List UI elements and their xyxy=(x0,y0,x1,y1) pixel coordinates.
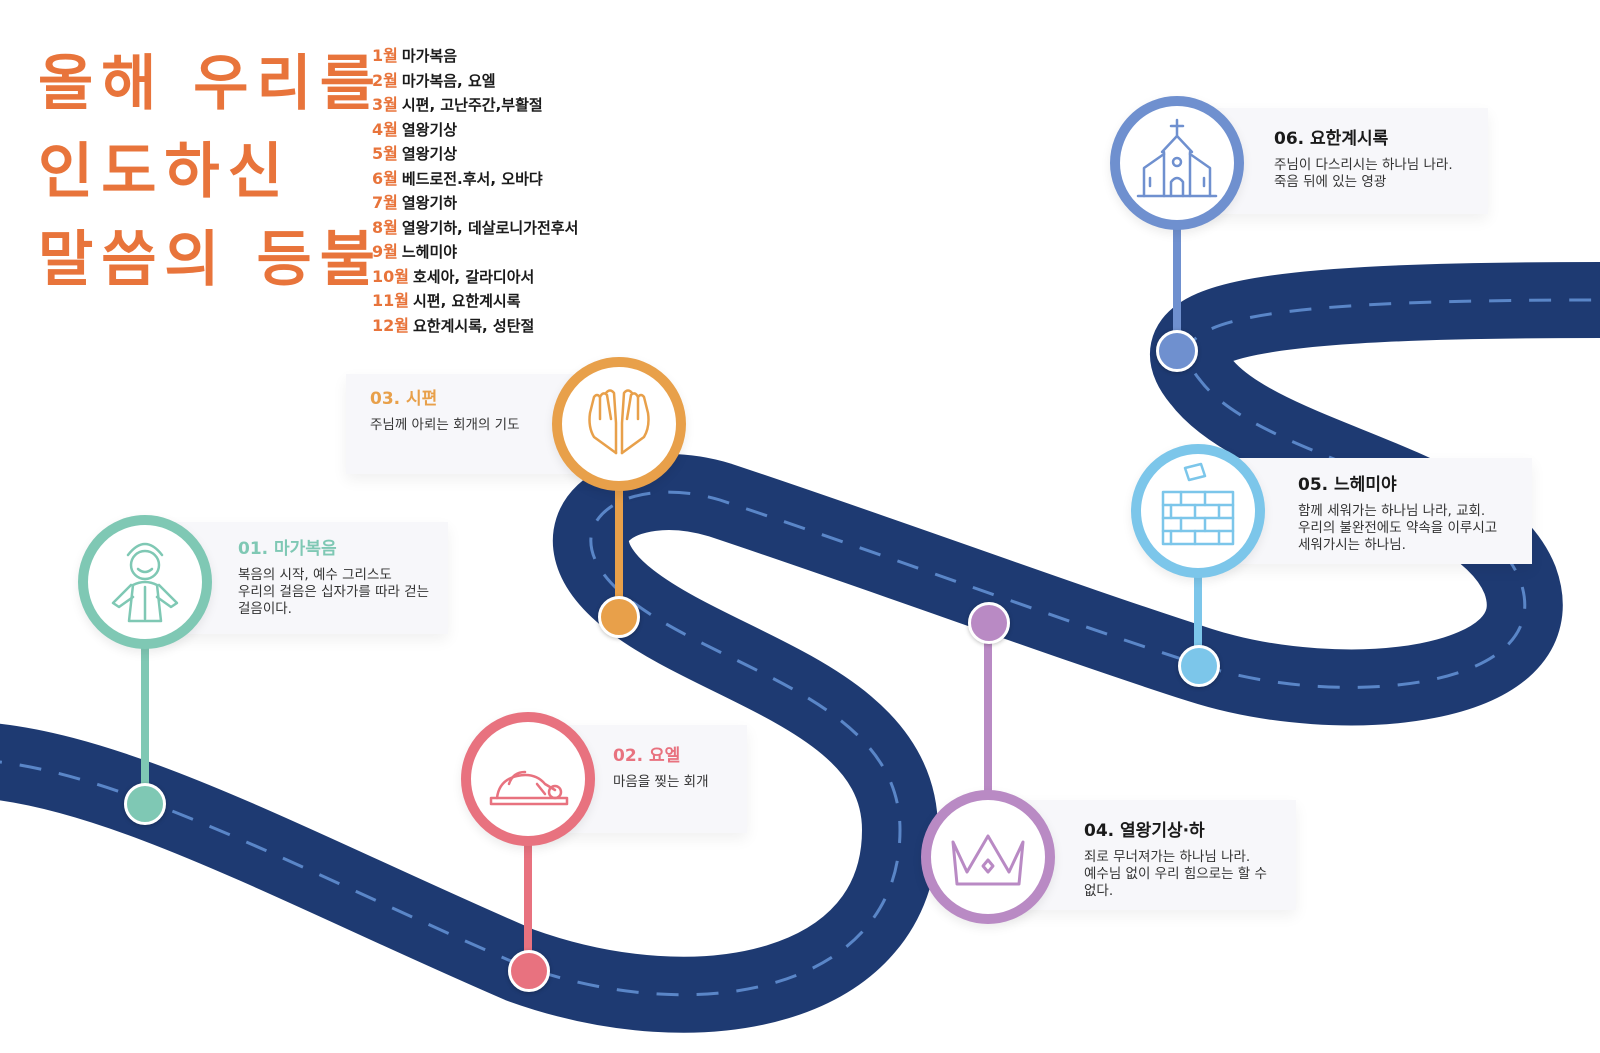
milestone-title: 01. 마가복음 xyxy=(238,539,337,559)
title-line-3: 말씀의 등불 xyxy=(38,225,383,295)
milestone-dot xyxy=(598,596,640,638)
milestone-title: 03. 시편 xyxy=(370,389,438,409)
jesus-icon xyxy=(111,542,179,623)
milestone-dot xyxy=(968,602,1010,644)
kneeling-prayer-icon xyxy=(489,770,569,806)
milestone-description: 주님이 다스리시는 하나님 나라. 죽음 뒤에 있는 영광 xyxy=(1274,157,1453,190)
milestone-icon-ring xyxy=(78,515,212,649)
milestone-icon-ring xyxy=(1110,96,1244,230)
milestone-description: 마음을 찢는 회개 xyxy=(613,774,709,790)
milestone-stem xyxy=(615,485,623,603)
milestone-icon-ring xyxy=(461,712,595,846)
road-body xyxy=(0,262,1600,1033)
milestone-stem xyxy=(141,640,149,800)
milestone-dot xyxy=(508,950,550,992)
milestone-description: 함께 세워가는 하나님 나라, 교회. 우리의 불완전에도 약속을 이루시고 세… xyxy=(1298,503,1498,553)
church-icon xyxy=(1136,118,1218,198)
milestone-stem xyxy=(984,625,992,800)
title-line-2: 인도하신 xyxy=(38,137,291,207)
milestone-dot xyxy=(124,783,166,825)
milestone-icon-ring xyxy=(552,357,686,491)
milestone-icon-ring xyxy=(1131,444,1265,578)
milestone-icon-ring xyxy=(921,790,1055,924)
brick-wall-icon xyxy=(1161,462,1235,546)
page-title: 올해 우리를 인도하신 말씀의 등불 xyxy=(38,40,383,304)
milestone-description: 죄로 무너져가는 하나님 나라. 예수님 없이 우리 힘으로는 할 수 없다. xyxy=(1084,849,1267,899)
milestone-card-05: 05. 느헤미야 함께 세워가는 하나님 나라, 교회. 우리의 불완전에도 약… xyxy=(1210,458,1532,564)
road-center-dash xyxy=(0,298,1600,997)
milestone-dot xyxy=(1178,645,1220,687)
milestone-stem xyxy=(1194,572,1202,657)
milestone-description: 복음의 시작, 예수 그리스도 우리의 걸음은 십자가를 따라 걷는 걸음이다. xyxy=(238,567,430,617)
crown-icon xyxy=(951,834,1025,886)
milestone-stem xyxy=(524,840,532,955)
milestone-dot xyxy=(1156,330,1198,372)
milestone-title: 06. 요한계시록 xyxy=(1274,129,1389,149)
milestone-title: 05. 느헤미야 xyxy=(1298,475,1397,495)
title-line-1: 올해 우리를 xyxy=(38,49,383,119)
milestone-title: 02. 요엘 xyxy=(613,746,681,766)
milestone-title: 04. 열왕기상·하 xyxy=(1084,821,1205,841)
milestone-stem xyxy=(1173,222,1181,334)
milestone-description: 주님께 아뢰는 회개의 기도 xyxy=(370,417,520,433)
praying-hands-icon xyxy=(588,389,650,455)
